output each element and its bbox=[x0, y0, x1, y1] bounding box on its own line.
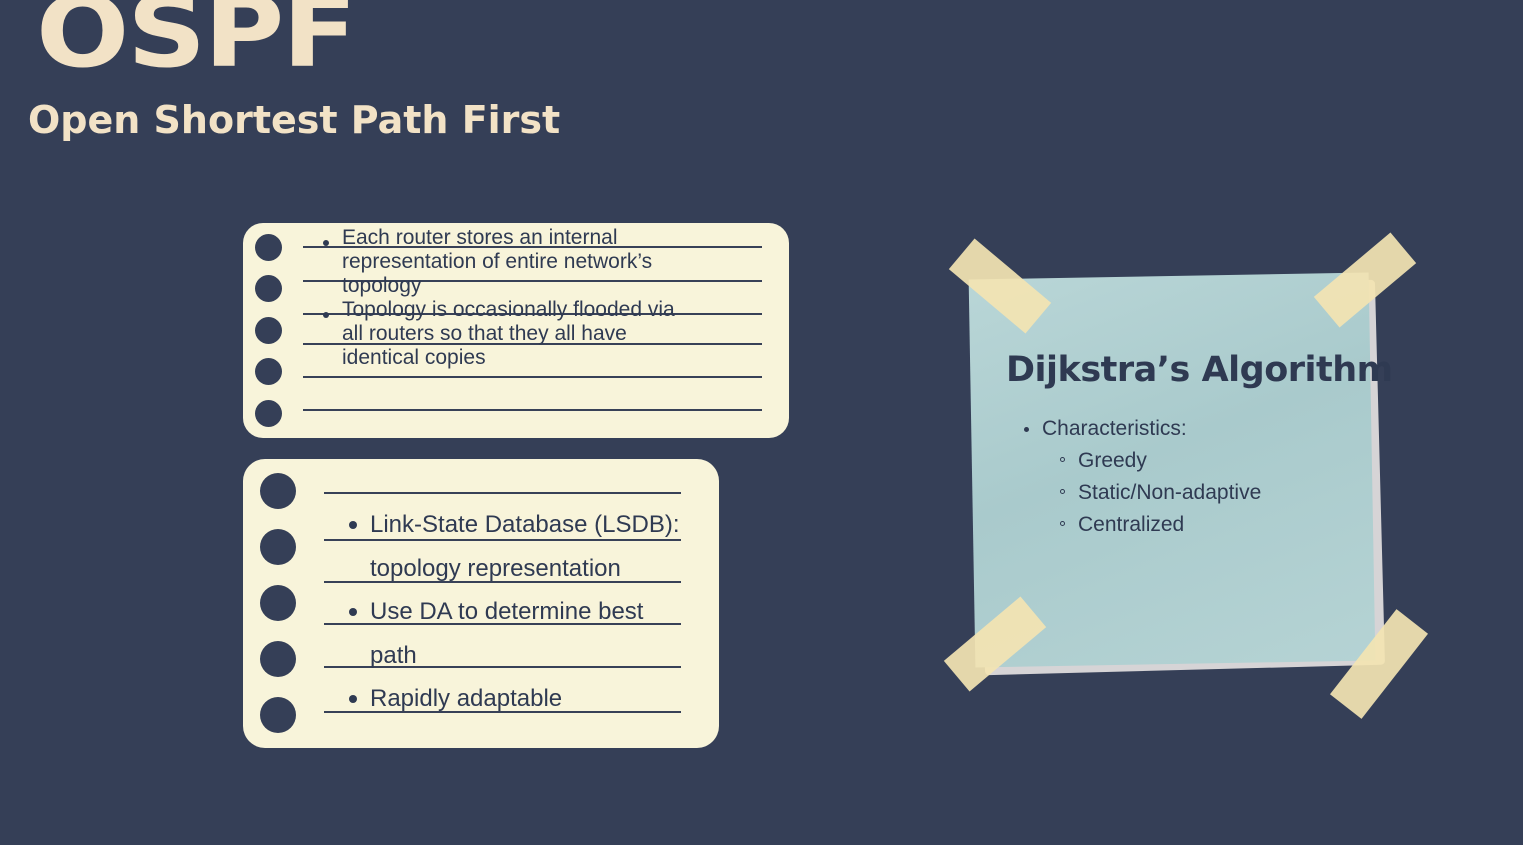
sticky-subitem-label: Greedy bbox=[1078, 449, 1147, 472]
bullet-line: topology representation bbox=[370, 554, 621, 582]
ruled-line bbox=[324, 581, 681, 583]
bullet-dot bbox=[349, 695, 357, 703]
bullet-line: all routers so that they all have bbox=[342, 322, 627, 345]
card-top-bullets: Each router stores an internal represent… bbox=[323, 226, 675, 370]
binder-hole bbox=[255, 317, 282, 344]
bullet-dot bbox=[1024, 427, 1029, 432]
bullet-line: Use DA to determine best bbox=[370, 598, 644, 625]
binder-hole bbox=[260, 473, 296, 509]
card-bottom-bullet: Rapidly adaptable bbox=[349, 677, 679, 721]
card-bottom-bullet: Link-State Database (LSDB): topology rep… bbox=[349, 503, 680, 590]
sticky-subitem-label: Static/Non-adaptive bbox=[1078, 481, 1262, 504]
sticky-note-title: Dijkstra’s Algorithm bbox=[1006, 350, 1393, 390]
binder-hole bbox=[260, 585, 296, 621]
bullet-line: path bbox=[370, 641, 417, 669]
binder-hole bbox=[255, 358, 282, 385]
ring-bullet bbox=[1060, 521, 1065, 526]
ruled-line bbox=[303, 280, 762, 282]
binder-hole bbox=[260, 697, 296, 733]
sticky-subitem: Centralized bbox=[1060, 509, 1261, 541]
ruled-line bbox=[303, 343, 762, 345]
ruled-line bbox=[324, 711, 681, 713]
bullet-line: Link-State Database (LSDB): bbox=[370, 511, 680, 538]
sticky-heading: Characteristics: bbox=[1042, 417, 1187, 440]
bullet-line: Topology is occasionally flooded via bbox=[342, 298, 675, 321]
bullet-line: identical copies bbox=[342, 346, 486, 369]
bullet-dot bbox=[349, 521, 357, 529]
ruled-line bbox=[303, 409, 762, 411]
bullet-line: Rapidly adaptable bbox=[370, 685, 563, 712]
sticky-subitem: Static/Non-adaptive bbox=[1060, 477, 1262, 509]
ruled-line bbox=[324, 539, 681, 541]
sticky-subitem-label: Centralized bbox=[1078, 513, 1185, 536]
card-bottom-bullets: Link-State Database (LSDB): topology rep… bbox=[349, 503, 680, 721]
slide-subtitle: Open Shortest Path First bbox=[28, 98, 561, 142]
bullet-dot bbox=[323, 312, 329, 318]
binder-hole bbox=[255, 234, 282, 261]
bullet-dot bbox=[349, 608, 357, 616]
sticky-heading-item: Characteristics: Greedy Static/Non-adapt… bbox=[1024, 413, 1261, 541]
notebook-card-top bbox=[243, 223, 789, 438]
card-bottom-bullet: Use DA to determine best path bbox=[349, 590, 679, 677]
notebook-card-bottom bbox=[243, 459, 719, 748]
ring-bullet bbox=[1060, 489, 1065, 494]
ruled-line bbox=[324, 666, 681, 668]
binder-hole bbox=[260, 641, 296, 677]
ruled-line bbox=[303, 246, 762, 248]
sticky-subitem: Greedy bbox=[1060, 445, 1261, 477]
binder-hole bbox=[260, 529, 296, 565]
ruled-line bbox=[324, 492, 681, 494]
bullet-line: Each router stores an internal bbox=[342, 226, 618, 249]
bullet-line: representation of entire network’s bbox=[342, 250, 653, 273]
ruled-line bbox=[324, 623, 681, 625]
binder-hole bbox=[255, 275, 282, 302]
ruled-line bbox=[303, 376, 762, 378]
binder-hole bbox=[255, 400, 282, 427]
bullet-dot bbox=[323, 240, 329, 246]
slide-title: OSPF bbox=[36, 0, 357, 90]
bullet-line: topology bbox=[342, 274, 422, 297]
ring-bullet bbox=[1060, 457, 1065, 462]
sticky-sublist: Greedy Static/Non-adaptive Centralized bbox=[1042, 445, 1261, 541]
card-top-bullet: Each router stores an internal represent… bbox=[323, 226, 675, 298]
ruled-line bbox=[303, 313, 762, 315]
card-top-bullet: Topology is occasionally flooded via all… bbox=[323, 298, 675, 370]
sticky-note-list: Characteristics: Greedy Static/Non-adapt… bbox=[1024, 413, 1261, 541]
